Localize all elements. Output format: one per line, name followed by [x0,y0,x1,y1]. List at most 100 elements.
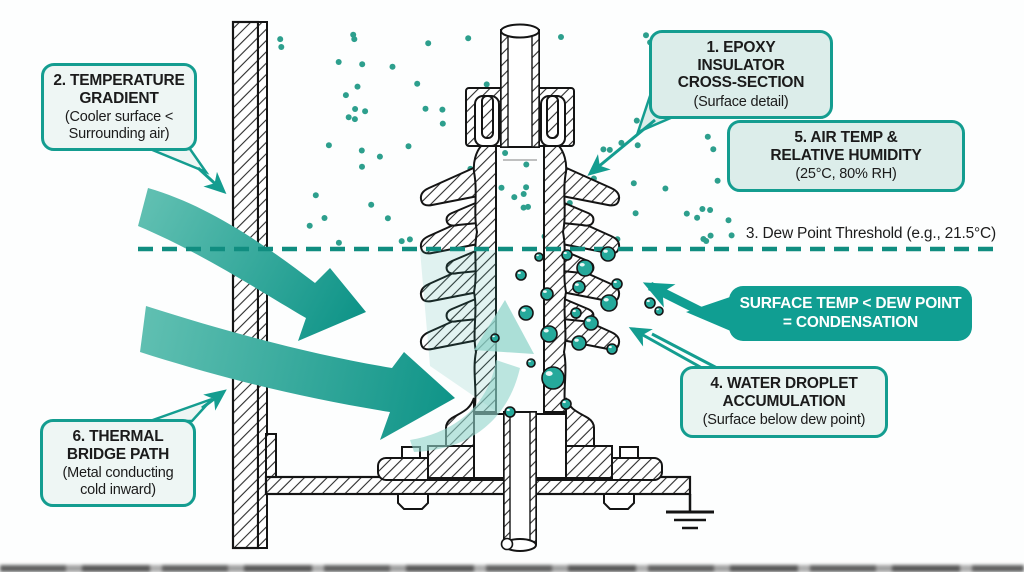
callout-condensation-rule: SURFACE TEMP < DEW POINT = CONDENSATION [729,286,972,341]
humidity-dot [358,147,365,154]
water-droplet [654,306,664,316]
water-droplet [490,333,500,343]
humidity-dot [699,206,706,212]
humidity-dot [422,105,429,112]
callout-epoxy-title-1: 1. EPOXY INSULATOR [697,39,785,74]
humidity-dot [525,203,531,210]
callout-droplet-subtitle: (Surface below dew point) [702,412,866,429]
condensation-line-2: = CONDENSATION [782,314,919,332]
humidity-dot [342,92,349,99]
humidity-dot [618,139,625,146]
droplet-highlight [574,338,579,342]
callout-epoxy-insulator: 1. EPOXY INSULATOR CROSS-SECTION (Surfac… [649,30,833,120]
humidity-dot [520,191,527,197]
humidity-dot [439,120,446,127]
droplet-highlight [603,249,608,253]
ground-symbol [666,494,714,530]
humidity-dot [633,117,640,124]
droplet-highlight [562,400,566,404]
humidity-dot [643,32,649,39]
connector-arrow-temperature-gradient [196,166,227,195]
droplet-highlight [572,309,576,313]
connector-arrow-epoxy [587,118,656,176]
conductor-rod-top [500,23,540,161]
water-droplet [572,280,586,294]
callout-thermal-title-1: 6. THERMAL [72,428,164,445]
water-droplet [583,315,599,331]
humidity-dot [523,161,530,168]
water-droplet [540,325,558,343]
humidity-dot [520,204,527,211]
humidity-dot [683,210,690,217]
droplet-highlight [563,251,567,255]
droplet-highlight [517,271,521,275]
humidity-dot [707,232,714,239]
droplet-highlight [521,308,526,312]
humidity-dot [634,142,641,149]
plate-nut-right [603,493,635,510]
humidity-dot [277,36,284,43]
water-droplet [571,335,587,351]
water-droplet [606,343,618,355]
humidity-dot [306,222,313,229]
droplet-highlight [646,299,650,303]
callout-temperature-subtitle: (Cooler surface < Surrounding air) [64,109,174,142]
humidity-dot [483,81,490,88]
callout-airtemp-subtitle: (25°C, 80% RH) [795,166,897,183]
humidity-dot [502,150,509,156]
water-droplet [541,366,565,390]
humidity-dot [704,133,711,140]
connector-tail-condensation [686,296,733,332]
connector-arrow-thermal-bridge [201,389,227,411]
mounting-plate [264,433,692,510]
humidity-dot [351,36,358,43]
humidity-dot [345,114,352,121]
humidity-dot [335,239,342,246]
humidity-dot [703,238,710,244]
callout-temperature-gradient: 2. TEMPERATURE GRADIENT (Cooler surface … [41,63,197,151]
airflow-arrow-upper [138,188,366,341]
humidity-dot [600,146,607,153]
humidity-dot [368,201,375,208]
callout-airtemp-title-1: 5. AIR TEMP & [794,129,898,146]
insulator-core-right [543,145,568,413]
humidity-dot [694,214,701,221]
callout-temperature-title-2: GRADIENT [79,89,159,107]
humidity-dot [707,207,714,213]
droplet-highlight [603,298,609,302]
callout-thermal-bridge: 6. THERMAL BRIDGE PATH (Metal conducting… [40,419,196,507]
humidity-dot [351,116,358,123]
humidity-dot [354,83,361,90]
humidity-dot [662,185,669,192]
airflow-arrow-lower [140,306,455,440]
humidity-dot [558,34,564,40]
humidity-dot [632,210,639,217]
callout-water-droplet: 4. WATER DROPLET ACCUMULATION (Surface b… [680,366,888,438]
dew-point-threshold-label: 3. Dew Point Threshold (e.g., 21.5°C) [745,225,996,242]
humidity-dot [523,184,530,191]
callout-epoxy-title-2: CROSS-SECTION [677,74,805,92]
cold-airflow-arrows [138,188,455,440]
humidity-dot [384,215,391,222]
humidity-dot [321,215,328,221]
water-droplet [576,259,594,277]
humidity-dot [710,146,717,153]
droplet-highlight [574,283,579,286]
humidity-dot [630,180,637,187]
water-droplet [611,278,623,290]
callout-temperature-title-1: 2. TEMPERATURE [53,72,185,89]
humidity-dot [325,142,332,149]
humidity-dot [405,143,412,150]
humidity-dot [498,184,505,191]
humidity-dot [406,236,413,243]
callout-thermal-title-2: BRIDGE PATH [66,445,170,463]
cold-rise-arrow [410,250,534,452]
water-droplet [644,297,656,309]
water-droplet [515,269,527,281]
humidity-dot [362,108,369,115]
connector-arrow-droplet-2 [651,332,718,370]
humidity-dot [606,146,613,153]
humidity-dot [414,80,421,87]
water-droplet [518,305,534,321]
